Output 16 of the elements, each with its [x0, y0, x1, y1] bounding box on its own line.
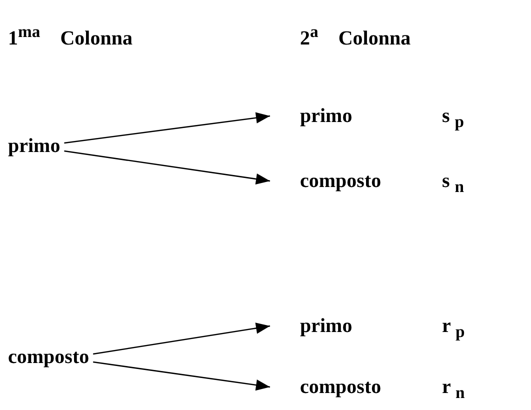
term-label: primo [300, 314, 352, 338]
column-heading: 2$^{a}$ Colonna [300, 21, 411, 51]
symbol-label: s $_{n}$ [442, 169, 464, 198]
term-label: composto [8, 345, 90, 369]
arrow [64, 112, 270, 144]
arrow [93, 322, 270, 355]
term-label: composto [300, 375, 382, 399]
symbol-label: r $_{p}$ [442, 314, 465, 343]
symbol-label: s $_{p}$ [442, 104, 464, 133]
term-label: composto [300, 169, 382, 193]
term-label: primo [300, 104, 352, 128]
column-heading: 1$^{ma}$ Colonna [8, 21, 132, 51]
arrow [93, 361, 270, 391]
symbol-label: r $_{n}$ [442, 375, 465, 404]
arrow [64, 150, 270, 185]
term-label: primo [8, 134, 60, 158]
